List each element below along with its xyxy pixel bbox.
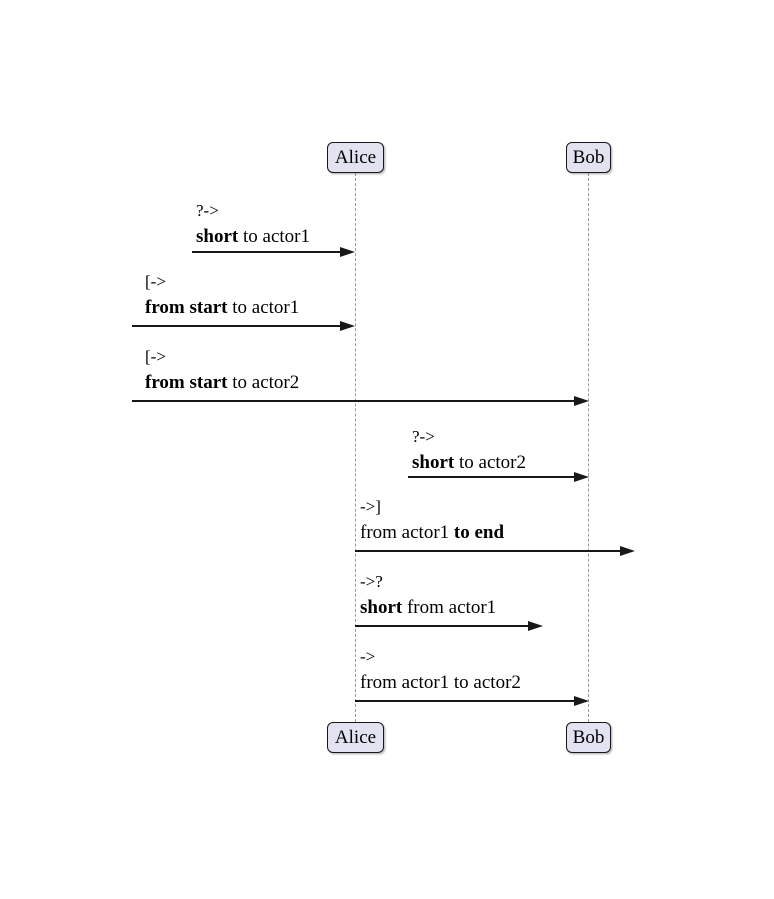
arrowhead-icon — [340, 247, 355, 257]
message-label: short to actor1 — [196, 226, 310, 248]
lifeline-bob — [588, 173, 589, 722]
message-arrow-line — [355, 550, 628, 552]
label-post: from actor1 — [402, 597, 497, 618]
label-post: to actor1 — [238, 226, 310, 247]
label-bold: from start — [145, 297, 228, 318]
message-notation: [-> — [145, 272, 166, 291]
message-label: short to actor2 — [412, 452, 526, 474]
actor-box-alice-top: Alice — [327, 142, 384, 173]
arrowhead-icon — [574, 472, 589, 482]
label-bold: from start — [145, 372, 228, 393]
message-notation: ?-> — [196, 201, 219, 220]
actor-box-alice-bottom: Alice — [327, 722, 384, 753]
message-label: from actor1 to end — [360, 522, 504, 544]
message-short-to-actor1: ?-> short to actor1 — [192, 201, 355, 257]
message-short-from-actor1: ->? short from actor1 — [355, 572, 543, 631]
message-notation: [-> — [145, 347, 166, 366]
arrowhead-icon — [340, 321, 355, 331]
message-arrow-line — [132, 325, 348, 327]
label-pre: from actor1 — [360, 522, 454, 543]
actor-box-bob-top: Bob — [566, 142, 611, 173]
message-arrow-line — [192, 251, 348, 253]
message-label: from start to actor2 — [145, 372, 299, 394]
message-notation: ->? — [360, 572, 383, 591]
actor-label: Bob — [572, 146, 605, 168]
message-notation: ?-> — [412, 427, 435, 446]
label-bold: short — [360, 597, 403, 618]
message-label: from start to actor1 — [145, 297, 299, 319]
label-bold: short — [196, 226, 239, 247]
label-pre: from actor1 to actor2 — [360, 672, 521, 693]
arrowhead-icon — [574, 696, 589, 706]
label-post: to actor2 — [454, 452, 526, 473]
message-from-actor1-to-actor2: -> from actor1 to actor2 — [355, 647, 589, 706]
label-post: to actor2 — [227, 372, 300, 393]
label-bold: to end — [453, 522, 505, 543]
message-from-actor1-to-end: ->] from actor1 to end — [355, 497, 635, 556]
message-notation: -> — [360, 647, 376, 666]
message-from-start-to-actor2: [-> from start to actor2 — [132, 347, 589, 406]
arrowhead-icon — [528, 621, 543, 631]
message-from-start-to-actor1: [-> from start to actor1 — [132, 272, 355, 331]
label-post: to actor1 — [227, 297, 300, 318]
message-arrow-line — [408, 476, 582, 478]
message-label: short from actor1 — [360, 597, 496, 619]
message-arrow-line — [355, 700, 582, 702]
message-short-to-actor2: ?-> short to actor2 — [408, 427, 589, 482]
actor-label: Alice — [334, 726, 377, 748]
lifeline-alice — [355, 173, 356, 722]
actor-label: Alice — [334, 146, 377, 168]
arrowhead-icon — [574, 396, 589, 406]
message-arrow-line — [355, 625, 536, 627]
label-bold: short — [412, 452, 455, 473]
message-arrow-line — [132, 400, 582, 402]
message-notation: ->] — [360, 497, 381, 516]
arrowhead-icon — [620, 546, 635, 556]
actor-box-bob-bottom: Bob — [566, 722, 611, 753]
message-label: from actor1 to actor2 — [360, 672, 521, 694]
actor-label: Bob — [572, 726, 605, 748]
